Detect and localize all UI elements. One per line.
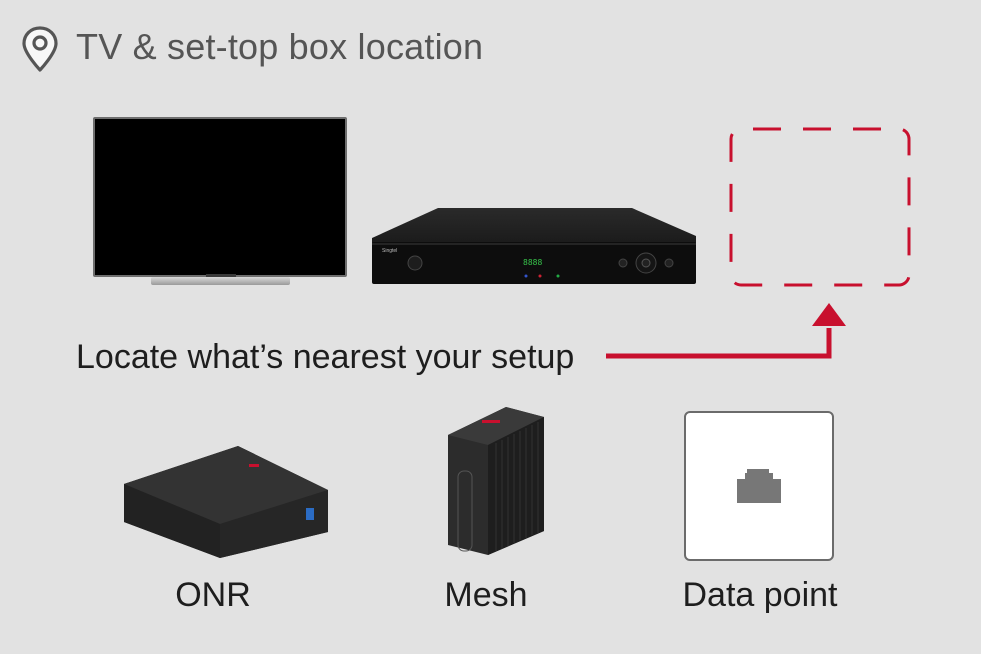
onr-router-icon: [124, 446, 328, 558]
ethernet-port-icon: [684, 411, 834, 561]
option-onr-label: ONR: [175, 576, 251, 614]
stb-led-display: 8888: [523, 258, 542, 267]
tv-stand: [151, 277, 290, 285]
location-pin-icon: [22, 26, 58, 72]
nearest-device-placeholder: [729, 127, 911, 287]
arrow-icon: [606, 303, 846, 359]
set-top-box-image: 8888 Singtel: [372, 208, 696, 284]
option-mesh-label: Mesh: [444, 576, 528, 614]
instruction-text: Locate what’s nearest your setup: [76, 338, 575, 376]
option-data-point-label: Data point: [682, 576, 838, 614]
page-title: TV & set-top box location: [76, 26, 484, 67]
mesh-router-icon: [448, 407, 544, 555]
stb-brand: Singtel: [382, 248, 397, 254]
tv-screen: [93, 117, 347, 277]
tv-neck: [206, 274, 236, 279]
ethernet-jack-icon: [737, 469, 781, 503]
